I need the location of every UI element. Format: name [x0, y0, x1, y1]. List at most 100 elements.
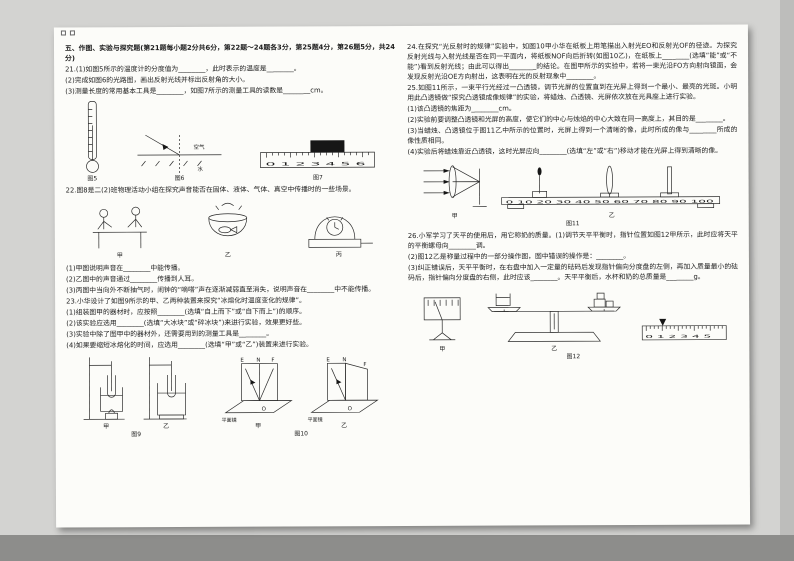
figure-10a-caption: 甲 — [255, 422, 262, 430]
optical-bench-icon: 0 10 20 30 40 50 60 70 80 90 100 — [501, 165, 721, 209]
q21-part2: (2)完成如图6的光路图，画出反射光线并标出反射角的大小。 — [65, 75, 250, 85]
thermometer-icon — [85, 101, 99, 173]
reflection-ray-icon: 空气 水 — [137, 135, 222, 174]
q26-part2: (2)图12乙是称量过程中的一部分操作图，图中错误的操作是：________。 — [407, 251, 631, 261]
page-columns: 五、作图、实验与探究题(第21题每小题2分共6分，第22题～24题各3分，第25… — [65, 41, 739, 442]
fishbowl-icon — [208, 203, 248, 237]
figure-9-setup-b: 乙 — [140, 353, 192, 430]
heating-stand-icon — [83, 357, 125, 420]
ruler-icon: 0 1 2 3 4 5 6 — [260, 140, 376, 169]
scan-edge-bottom — [0, 535, 794, 561]
q24-text: 24.在探究“光反射时的规律”实验中，如图10甲小华在纸板上用笔描出入射光EO和… — [406, 41, 738, 82]
q25-part2: (2)实验前要调整凸透镜和光屏的高度，使它们的中心与烛焰的中心大致在同一高度上，… — [407, 114, 730, 125]
q25-part4: (4)实验后将蜡烛靠近凸透镜，这时光屏应向________(选填“左”或“右”)… — [407, 147, 722, 157]
label-O2: O — [347, 406, 352, 412]
figure-10-board-flat: E N F O 平面镜 甲 — [219, 356, 297, 430]
figure-12-group: 甲 — [414, 285, 732, 362]
bench-scale-numbers: 0 10 20 30 40 50 60 70 80 90 100 — [506, 198, 715, 204]
figure-8a-caption: 甲 — [116, 252, 123, 260]
figure-8-scene-vacuum: 丙 — [303, 198, 375, 260]
figure-9a-caption: 甲 — [103, 423, 110, 431]
figure-7-ruler: 0 1 2 3 4 5 6 图7 — [255, 138, 381, 182]
figure-9-caption: 图9 — [131, 431, 142, 439]
figure-11a-caption: 甲 — [451, 212, 458, 220]
label-O: O — [261, 407, 266, 413]
balance-pointer-icon — [423, 297, 461, 341]
figure-11-focal-length: 甲 — [419, 160, 489, 219]
figure-7-caption: 图7 — [312, 174, 323, 182]
figure-12-pointer-dial: 甲 — [414, 290, 470, 353]
rider-scale-numbers: 0 1 2 3 4 5 — [645, 334, 712, 339]
figure-9b-caption: 乙 — [163, 423, 170, 431]
students-desk-icon — [92, 207, 147, 249]
figure-10b-caption: 乙 — [341, 422, 348, 430]
rider-ruler-icon: 0 1 2 3 4 5 — [641, 319, 727, 341]
balance-scale-icon — [487, 292, 621, 343]
q25-part3: (3)当蜡烛、凸透镜位于图11乙中所示的位置时，光屏上得到一个清晰的像，此时所成… — [407, 125, 738, 146]
exam-page: 五、作图、实验与探究题(第21题每小题2分共6分，第22题～24题各3分，第25… — [53, 24, 751, 528]
bell-jar-icon — [308, 216, 373, 249]
q23-part2: (2)该实验应选用________(选填“大冰块”或“碎冰块”)来进行实验，效果… — [66, 318, 306, 328]
q23-part1: (1)组装图甲的器材时，应按照________(选填“自上而下”或“自下而上”)… — [66, 307, 306, 317]
label-N: N — [256, 358, 260, 364]
figures-5-6-7-row: 图5 空气 水 图6 — [65, 98, 395, 183]
figure-10-caption: 图10 — [294, 430, 309, 438]
figure-12-balance: 乙 — [478, 285, 630, 353]
q22-part3: (3)丙图中当向外不断抽气时，闹钟的“嘀嗒”声在逐渐减弱直至消失，说明声音在__… — [66, 284, 376, 295]
figure-11-caption: 图11 — [565, 219, 580, 227]
figure-10-board-folded: E N F O 平面镜 乙 — [305, 356, 383, 430]
mirror-label-2: 平面镜 — [307, 416, 322, 422]
q25-part1: (1)该凸透镜的焦距为________cm。 — [407, 104, 516, 114]
figure-11-optical-bench: 0 10 20 30 40 50 60 70 80 90 100 乙 — [497, 159, 725, 219]
figure-8c-caption: 丙 — [335, 251, 342, 259]
q22-intro: 22.图8是二(2)班物理活动小组在探究声音能否在固体、液体、气体、真空中传播时… — [65, 185, 356, 195]
figure-11b-caption: 乙 — [608, 211, 615, 219]
q26-part3: (3)纠正错误后，天平平衡时，在右盘中加入一定量的砝码后发现指针偏向分度盘的左侧… — [407, 262, 738, 283]
figure-5-caption: 图5 — [87, 175, 98, 183]
air-label: 空气 — [193, 143, 205, 151]
ruler-scale-numbers: 0 1 2 3 4 5 6 — [266, 161, 366, 167]
figure-12-rider-scale: 0 1 2 3 4 5 — [638, 312, 732, 352]
figure-8-scene-liquid: 乙 — [195, 198, 261, 259]
figure-8b-caption: 乙 — [224, 252, 231, 260]
figure-11-row: 甲 0 10 20 30 40 50 60 70 80 90 100 — [407, 159, 737, 228]
water-label: 水 — [197, 165, 203, 173]
q23-part3: (3)实验中除了图甲中的器材外，还需要用到的测量工具是________。 — [66, 329, 274, 339]
q21-part1: 21.(1)如图5所示的温度计的分度值为________，此时表示的温度是___… — [65, 64, 301, 74]
q23-intro: 23.小华设计了如图9所示的甲、乙两种装置来探究“冰熔化时温度变化的规律”。 — [66, 296, 306, 306]
q22-part2: (2)乙图中的声音通过________传播到人耳。 — [65, 274, 199, 284]
figure-8-scene-solid: 甲 — [87, 199, 153, 260]
figure-6-caption: 图6 — [174, 175, 185, 183]
section-header: 五、作图、实验与探究题(第21题每小题2分共6分，第22题～24题各3分，第25… — [64, 43, 396, 63]
registration-marks — [60, 30, 75, 36]
q22-part1: (1)甲图说明声音在________中能传播。 — [65, 263, 185, 273]
figure-11-group: 甲 0 10 20 30 40 50 60 70 80 90 100 — [419, 159, 725, 228]
label-E: E — [240, 358, 244, 364]
left-column: 五、作图、实验与探究题(第21题每小题2分共6分，第22题～24题各3分，第25… — [65, 42, 397, 442]
right-column: 24.在探究“光反射时的规律”实验中，如图10甲小华在纸板上用笔描出入射光EO和… — [407, 41, 739, 441]
water-bath-stand-icon — [143, 357, 187, 420]
figure-5-thermometer: 图5 — [80, 100, 104, 183]
q21-part3: (3)测量长度的常用基本工具是________，如图7所示的测量工具的读数是__… — [65, 86, 328, 96]
figure-12-caption: 图12 — [566, 353, 581, 361]
figure-6-ray-diagram: 空气 水 图6 — [133, 127, 225, 183]
figure-9-setup-a: 甲 — [80, 353, 132, 430]
label-N2: N — [342, 357, 346, 363]
label-F2: F — [363, 362, 366, 368]
figure-10-group: E N F O 平面镜 甲 — [219, 356, 383, 438]
label-E2: E — [326, 357, 330, 363]
figure-8-row: 甲 乙 — [66, 197, 396, 260]
mirror-label: 平面镜 — [221, 417, 236, 423]
q25-intro: 25.如图11所示，一束平行光经过一凸透镜，调节光屏的位置直到在光屏上得到一个最… — [407, 82, 738, 103]
figures-9-10-row: 甲 乙 — [66, 352, 396, 439]
q26-part1: 26.小军学习了天平的使用后，用它称奶的质量。(1)调节天平平衡时，指针位置如图… — [407, 230, 738, 250]
lens-parallel-rays-icon — [423, 164, 487, 207]
q23-part4: (4)如果要缩短冰熔化的时间，应选用________(选填“甲”或“乙”)装置来… — [66, 340, 313, 350]
mirror-board-icon: E N F O 平面镜 — [221, 358, 293, 423]
scan-edge-right — [780, 0, 794, 561]
figure-12-row: 甲 — [408, 285, 738, 362]
figure-9-group: 甲 乙 — [80, 353, 192, 439]
mirror-board-folded-icon: E N F O 平面镜 — [307, 357, 379, 422]
figure-12a-caption: 甲 — [439, 345, 446, 353]
label-F: F — [271, 358, 274, 364]
